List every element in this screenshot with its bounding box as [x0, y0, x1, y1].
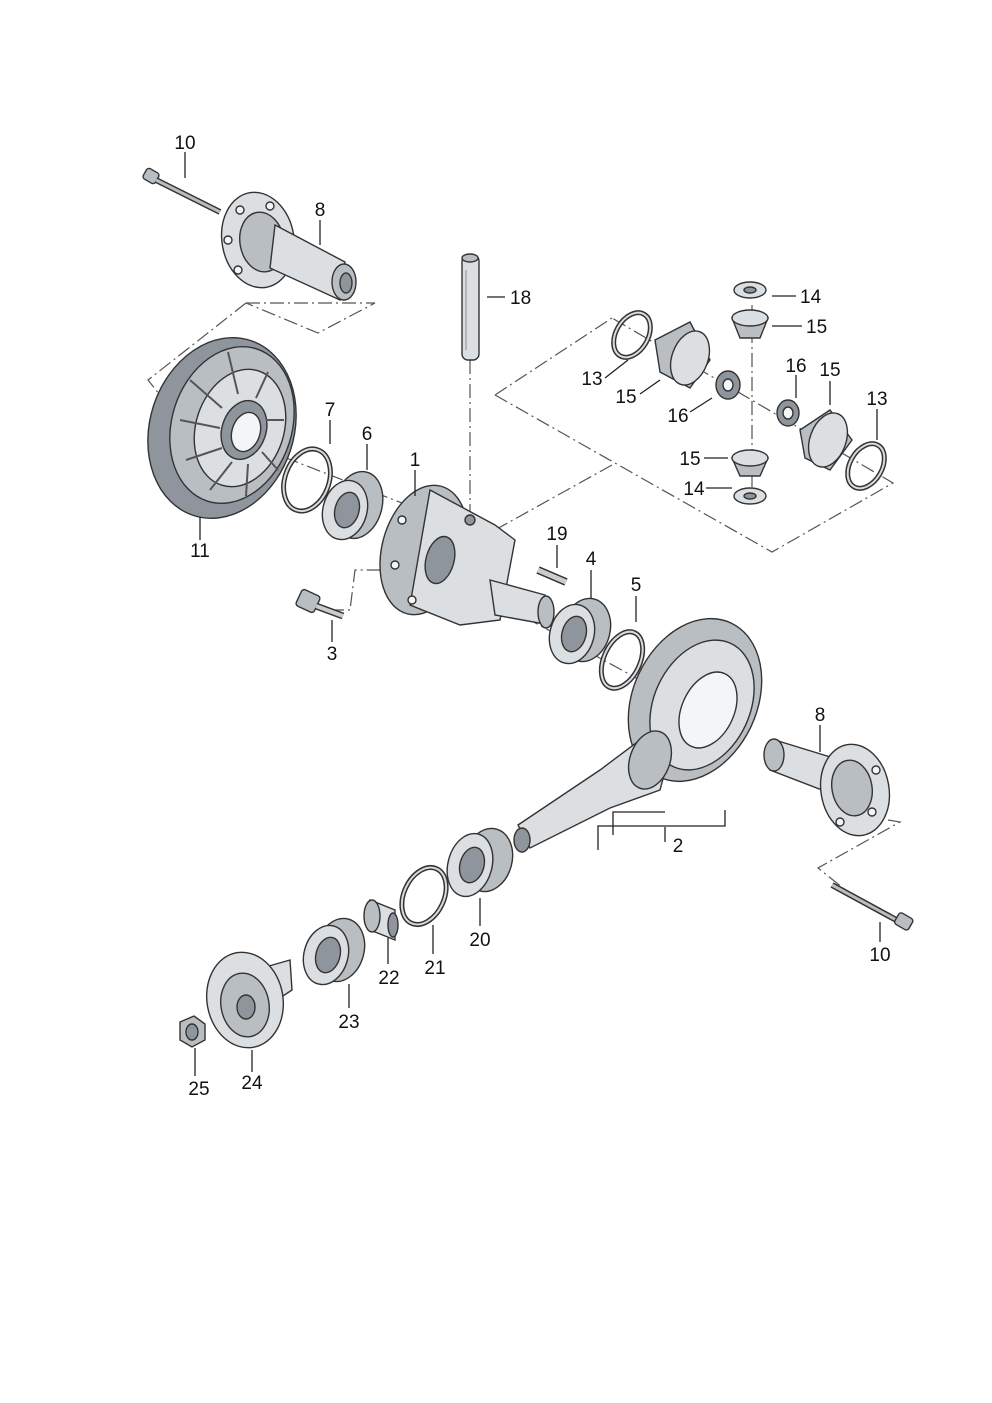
callout-4: 4 — [586, 549, 597, 570]
cover-11 — [147, 337, 297, 519]
callout-10-right: 10 — [869, 945, 890, 966]
o-ring-7 — [281, 446, 333, 514]
callout-15-d: 15 — [679, 449, 700, 470]
bolt-10-top — [142, 167, 222, 215]
callout-15-a: 15 — [806, 317, 827, 338]
o-ring-5 — [598, 629, 646, 691]
callout-3: 3 — [327, 644, 338, 665]
callout-14-bottom: 14 — [683, 479, 705, 500]
drive-flange-24 — [205, 951, 293, 1049]
callout-5: 5 — [631, 575, 642, 596]
callout-8-top: 8 — [315, 200, 326, 221]
callout-10-top: 10 — [174, 133, 195, 154]
flange-shaft-8-right — [763, 738, 891, 837]
flange-shaft-8-top — [220, 191, 357, 302]
callout-16-a: 16 — [667, 406, 688, 427]
o-ring-21 — [399, 865, 449, 927]
callout-6: 6 — [362, 424, 373, 445]
callout-labels: 10 8 18 14 15 13 15 16 16 15 13 15 14 7 … — [174, 133, 890, 1100]
nut-25 — [179, 1015, 206, 1048]
callout-20: 20 — [469, 930, 490, 951]
callout-15-c: 15 — [819, 360, 840, 381]
differential-housing-1 — [379, 484, 555, 629]
callout-25: 25 — [188, 1079, 209, 1100]
callout-24: 24 — [241, 1073, 263, 1094]
callout-23: 23 — [338, 1012, 359, 1033]
callout-15-b: 15 — [615, 387, 636, 408]
callout-11: 11 — [190, 541, 210, 562]
bolt-10-right — [830, 882, 914, 931]
callout-13-right: 13 — [866, 389, 887, 410]
callout-14-top: 14 — [800, 287, 822, 308]
callout-1: 1 — [410, 450, 421, 471]
pin-19 — [536, 566, 568, 586]
callout-2: 2 — [673, 836, 684, 857]
callout-22: 22 — [378, 968, 399, 989]
ring-and-pinion-gear-2 — [513, 617, 763, 853]
spacer-22 — [363, 898, 399, 942]
leader-lines — [184, 152, 881, 1076]
callout-18: 18 — [510, 288, 531, 309]
bearing-23 — [302, 917, 366, 986]
cross-pin-18 — [461, 253, 480, 361]
callout-19: 19 — [546, 524, 567, 545]
callout-21: 21 — [424, 958, 445, 979]
differential-gear-set — [611, 281, 887, 505]
callout-16-b: 16 — [785, 356, 806, 377]
callout-13-left: 13 — [581, 369, 602, 390]
bearing-4 — [548, 597, 612, 665]
callout-7: 7 — [325, 400, 336, 421]
bearing-6 — [321, 470, 384, 541]
callout-8-right: 8 — [815, 705, 826, 726]
bolt-3 — [295, 588, 345, 620]
bearing-20 — [446, 827, 514, 898]
